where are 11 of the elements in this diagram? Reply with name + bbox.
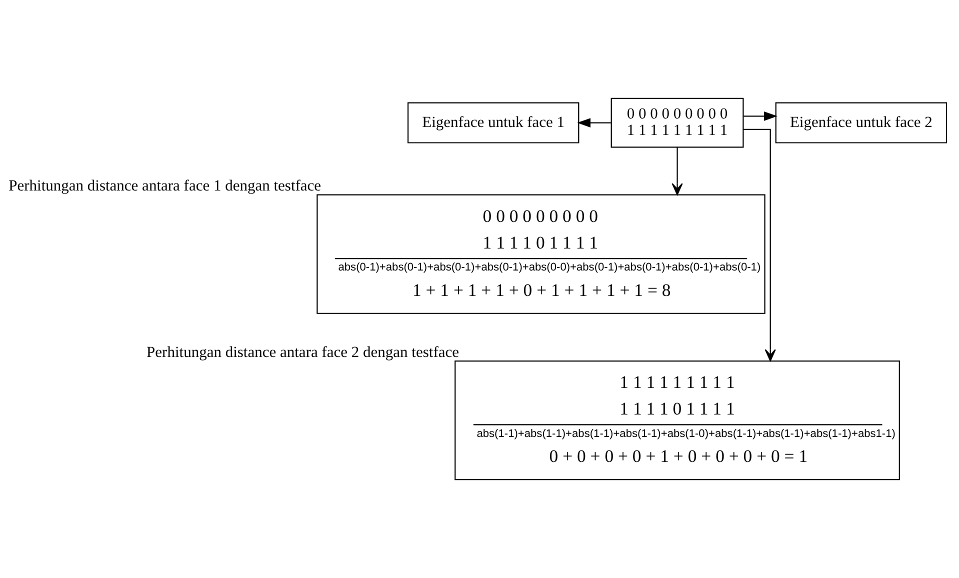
node-box: 0 0 0 0 0 0 0 0 0 1 1 1 1 1 1 1 1 1 [610,98,744,148]
arrow [744,112,778,121]
node-box: Eigenface untuk face 2 [775,102,948,144]
node-box: Eigenface untuk face 1 [407,102,580,144]
arrow [672,147,683,196]
arrow [743,128,776,362]
node-box: 0 0 0 0 0 0 0 0 0 1 1 1 1 0 1 1 1 1 abs(0-1)+abs(0-1)+abs(0-1)+abs(0-1)+abs(0-0)+abs(0-1)+abs(0-1)+abs(0-1)+abs(0-1) 1 + 1 + 1 + 1 + 0 + 1 + 1 + 1 + 1 = 8 [316,194,766,314]
node-label: Perhitungan distance antara face 2 dengan testface [146,344,459,361]
node-label: Perhitungan distance antara face 1 dengan testface [8,178,322,195]
arrow [577,118,611,128]
node-box: 1 1 1 1 1 1 1 1 1 1 1 1 1 0 1 1 1 1 abs(1-1)+abs(1-1)+abs(1-1)+abs(1-1)+abs(1-0)+abs(1-1)+abs(1-1)+abs(1-1)+abs1-1) 0 + 0 + 0 + 0 + 1 + 0 + 0 + 0 + 0 = 1 [454,360,900,480]
